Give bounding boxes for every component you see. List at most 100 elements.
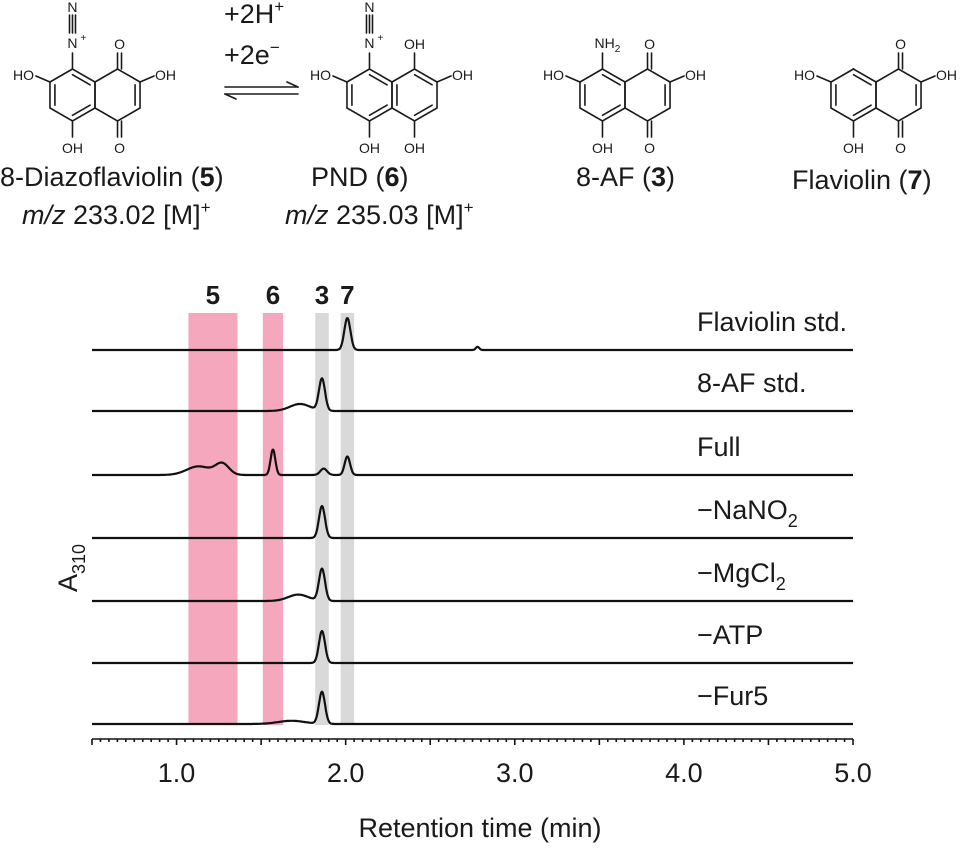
reaction-proton-label: +2H+ — [224, 0, 284, 29]
mz-label-5: m/z 233.02 [M]+ — [22, 198, 211, 230]
bond — [816, 75, 832, 83]
x-tick-label: 5.0 — [834, 758, 872, 788]
trace-0 — [91, 317, 854, 352]
double-bond — [601, 104, 621, 117]
trace-3 — [91, 504, 854, 540]
ring-bond — [94, 68, 141, 122]
positive-charge: + — [80, 33, 86, 44]
bond — [35, 75, 51, 83]
oxygen-atom: O — [114, 36, 125, 52]
x-tick-label: 2.0 — [327, 758, 365, 788]
band-label-6: 6 — [266, 280, 280, 310]
trace-labels: Flaviolin std.8-AF std.Full−NaNO2−MgCl2−… — [697, 307, 847, 711]
oxygen-atom: O — [644, 36, 655, 52]
ring-bond — [346, 68, 393, 122]
x-axis-label: Retention time (min) — [358, 813, 601, 843]
double-bond — [368, 73, 388, 86]
bond — [669, 75, 685, 83]
terminal-nitrogen: N — [364, 0, 374, 15]
ring-bond — [391, 68, 438, 122]
bond — [139, 75, 155, 83]
trace-5 — [91, 629, 854, 665]
double-bond — [852, 73, 872, 86]
hydroxyl-group: OH — [404, 36, 425, 52]
trace-label-3: −NaNO2 — [697, 495, 798, 531]
oxygen-atom: O — [114, 140, 125, 156]
hydroxyl-group: HO — [310, 67, 331, 83]
x-axis — [91, 738, 854, 745]
oxygen-atom: O — [895, 140, 906, 156]
trace-label-0: Flaviolin std. — [697, 307, 847, 337]
equilibrium-arrows — [224, 81, 299, 100]
positive-charge: + — [377, 33, 383, 44]
ring-bond — [830, 68, 877, 122]
diazonium-nitrogen: N — [67, 35, 77, 51]
reaction-electron-label: +2e− — [224, 38, 280, 70]
double-bond — [852, 104, 872, 117]
hydroxyl-group: OH — [685, 67, 706, 83]
double-bond — [413, 104, 433, 117]
ring-bond — [579, 68, 626, 122]
trace-label-2: Full — [697, 432, 741, 462]
double-bond — [71, 73, 91, 86]
hydroxyl-group: OH — [359, 140, 380, 156]
oxygen-atom: O — [895, 36, 906, 52]
compound-label-6: PND (6) — [311, 162, 409, 192]
bond — [436, 75, 452, 83]
band-label-3: 3 — [315, 280, 329, 310]
trace-6 — [91, 690, 854, 726]
hydroxyl-group: OH — [404, 140, 425, 156]
double-bond — [71, 104, 91, 117]
double-bond — [413, 73, 433, 86]
compound-label-3: 8-AF (3) — [576, 162, 675, 192]
x-tick-label: 1.0 — [158, 758, 196, 788]
double-bond — [601, 73, 621, 86]
trace-2 — [91, 448, 854, 477]
hydroxyl-group: OH — [843, 140, 864, 156]
hydroxyl-group: HO — [13, 67, 34, 83]
compound-label-7: Flaviolin (7) — [792, 165, 932, 195]
terminal-nitrogen: N — [67, 0, 77, 15]
ring-bond — [49, 68, 96, 122]
diazonium-nitrogen: N — [364, 35, 374, 51]
chromatogram-traces — [91, 317, 854, 726]
x-tick-label: 4.0 — [665, 758, 703, 788]
hydroxyl-group: OH — [592, 140, 613, 156]
structure-8-af: O O OH HO OH NH2 — [543, 35, 706, 156]
mz-label-6: m/z 235.03 [M]+ — [285, 198, 474, 230]
hydroxyl-group: OH — [62, 140, 83, 156]
structure-flaviolin: O O OH HO OH — [794, 36, 957, 156]
hydroxyl-group: HO — [543, 67, 564, 83]
trace-4 — [91, 567, 854, 603]
trace-label-6: −Fur5 — [697, 681, 768, 711]
hydroxyl-group: OH — [452, 67, 473, 83]
trace-label-5: −ATP — [697, 620, 763, 650]
highlight-band-3 — [315, 313, 329, 725]
highlight-bands — [188, 313, 355, 725]
hydroxyl-group: HO — [794, 67, 815, 83]
highlight-band-5 — [188, 313, 238, 725]
band-label-7: 7 — [340, 280, 354, 310]
compound-label-5: 8-Diazoflaviolin (5) — [0, 162, 224, 192]
trace-1 — [91, 377, 854, 413]
bond — [920, 75, 936, 83]
hydroxyl-group: OH — [155, 67, 176, 83]
trace-label-4: −MgCl2 — [697, 558, 786, 594]
highlight-band-7 — [340, 313, 355, 725]
y-axis-label: A310 — [53, 544, 89, 592]
oxygen-atom: O — [644, 140, 655, 156]
x-tick-label: 3.0 — [496, 758, 534, 788]
ring-bond — [875, 68, 922, 122]
bond — [565, 75, 581, 83]
hydroxyl-group: OH — [936, 67, 957, 83]
x-tick-labels: 1.0 2.0 3.0 4.0 5.0 — [158, 758, 872, 788]
amino-group: NH2 — [594, 35, 620, 55]
band-label-5: 5 — [206, 280, 220, 310]
bond — [332, 75, 348, 83]
ring-bond — [624, 68, 671, 122]
